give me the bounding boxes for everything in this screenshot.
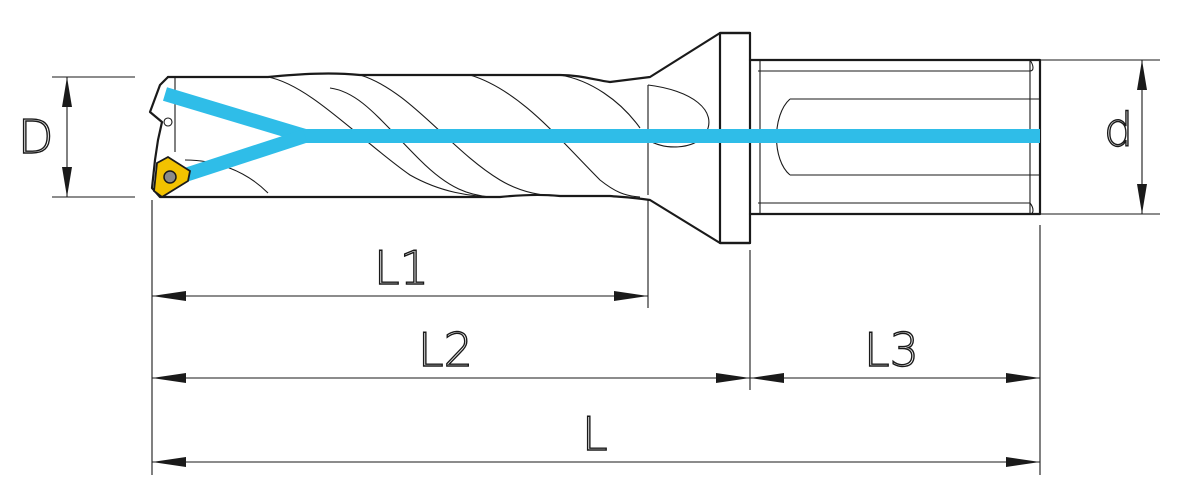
D-arrow-bottom	[62, 167, 72, 197]
insert	[153, 155, 192, 199]
d-arrow-bottom	[1137, 184, 1147, 214]
d-label: d	[1104, 103, 1133, 157]
body-bottom-edge	[174, 193, 752, 245]
dimension-L3: L3	[750, 322, 1040, 383]
insert-screw	[163, 170, 177, 184]
body-top-edge	[166, 31, 752, 84]
coolant-channel	[162, 87, 1040, 143]
L1-arrow-left	[152, 291, 186, 301]
L1-arrow-right	[614, 291, 648, 301]
L2-arrow-right	[716, 373, 750, 383]
coolant-channels	[162, 87, 1040, 187]
dimension-L2: L2	[152, 322, 750, 383]
L3-arrow-left	[750, 373, 784, 383]
flute-curve-1	[267, 76, 501, 198]
flute-curve-4	[469, 74, 641, 198]
flute-curve-5	[559, 74, 641, 129]
flute-curve-2	[359, 74, 561, 197]
L2-label: L2	[418, 323, 473, 377]
coolant-outlet-hole	[163, 117, 173, 127]
length-extension-lines	[151, 200, 1041, 475]
coolant-channel-lower	[167, 129, 308, 187]
D-arrow-top	[62, 77, 72, 107]
shank-chamfer-top	[1029, 59, 1034, 72]
L-arrow-left	[152, 457, 186, 467]
dimension-D: D	[17, 76, 135, 198]
shank-chamfer-bottom	[1029, 202, 1034, 215]
dimension-L1: L1	[152, 240, 648, 301]
L1-label: L1	[374, 241, 429, 295]
L2-arrow-left	[152, 373, 186, 383]
flute-curve-3	[329, 87, 491, 198]
dimension-d: d	[1040, 59, 1160, 215]
L3-arrow-right	[1006, 373, 1040, 383]
L-arrow-right	[1006, 457, 1040, 467]
dimension-L: L	[152, 406, 1040, 467]
D-label: D	[18, 110, 53, 164]
d-arrow-top	[1137, 60, 1147, 90]
L-label: L	[582, 407, 608, 461]
L3-label: L3	[864, 323, 919, 377]
